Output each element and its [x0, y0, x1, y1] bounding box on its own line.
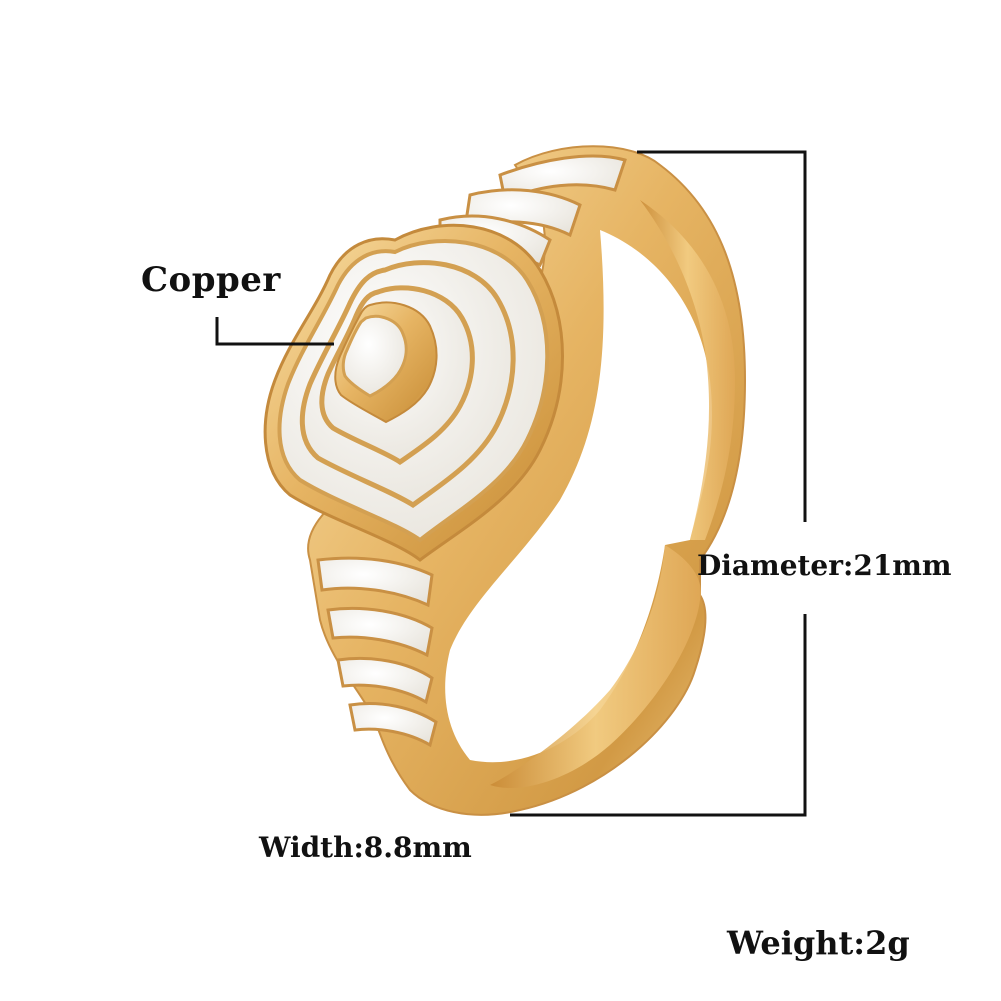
diameter-bracket-top	[637, 150, 807, 522]
material-label: Copper	[141, 260, 281, 300]
diameter-label: Diameter:21mm	[697, 549, 952, 582]
weight-label: Weight:2g	[727, 924, 910, 962]
material-pointer-line	[215, 317, 334, 346]
lower-enamel-stripes	[316, 556, 438, 748]
heart-setting	[263, 223, 564, 562]
width-label: Width:8.8mm	[259, 831, 472, 864]
annotation-lines	[215, 150, 807, 817]
diameter-bracket-bottom	[510, 614, 807, 817]
